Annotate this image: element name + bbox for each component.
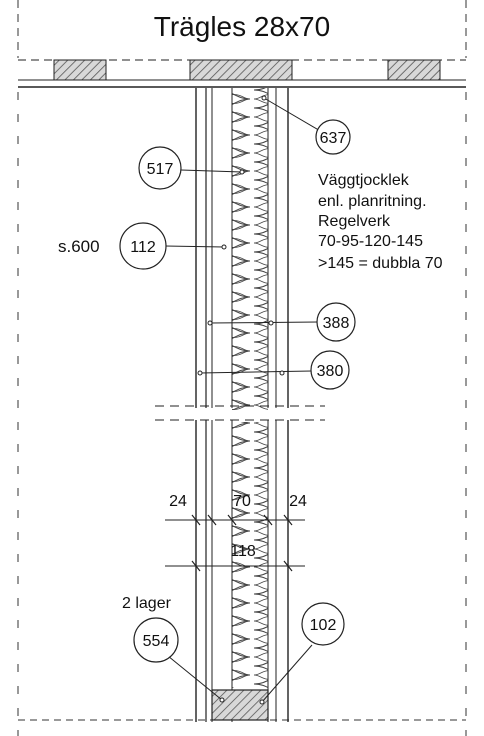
- callout-102-label: 102: [310, 617, 337, 634]
- spacing-label: s.600: [58, 237, 100, 256]
- dim-left-board: 24: [169, 493, 187, 510]
- wall-note: Väggtjocklek enl. planritning. Regelverk…: [318, 172, 443, 272]
- note-line-1: Väggtjocklek: [318, 172, 410, 189]
- callout-112-label: 112: [130, 239, 156, 256]
- border-lines: [17, 0, 467, 736]
- callout-388-label: 388: [323, 315, 350, 332]
- break-lines: [155, 405, 325, 421]
- bottom-plate: [211, 689, 269, 721]
- callout-102: 102: [301, 602, 345, 646]
- batten-1: [53, 59, 107, 81]
- callout-380: 380: [310, 350, 350, 390]
- drawing-title: Trägles 28x70: [154, 11, 330, 42]
- ceiling-band: [18, 59, 466, 88]
- insulation-upper: [232, 88, 268, 410]
- layers-label: 2 lager: [122, 595, 172, 612]
- callout-554-label: 554: [143, 633, 170, 650]
- note-line-2: enl. planritning.: [318, 193, 427, 210]
- leader-dots: [197, 95, 285, 705]
- callout-554: 554: [133, 617, 179, 663]
- dim-stud: 70: [233, 493, 251, 510]
- note-line-3: Regelverk: [318, 213, 391, 230]
- batten-2: [189, 59, 293, 81]
- callout-517-label: 517: [147, 161, 174, 178]
- callout-637-label: 637: [320, 130, 347, 147]
- callout-637: 637: [315, 119, 351, 155]
- leader-lines: [164, 97, 323, 703]
- callout-388: 388: [316, 302, 356, 342]
- callout-380-label: 380: [317, 363, 344, 380]
- callout-517: 517: [138, 146, 182, 190]
- insulation-lower: [232, 422, 268, 688]
- dim-total: 118: [230, 543, 256, 560]
- note-line-5: >145 = dubbla 70: [318, 255, 443, 272]
- wall-lower: [195, 420, 289, 722]
- dim-right-board: 24: [289, 493, 307, 510]
- dimension-lines: [165, 514, 305, 572]
- callout-112: 112: [119, 222, 167, 270]
- wall-upper: [195, 88, 289, 410]
- batten-3: [387, 59, 441, 81]
- note-line-4: 70-95-120-145: [318, 233, 423, 250]
